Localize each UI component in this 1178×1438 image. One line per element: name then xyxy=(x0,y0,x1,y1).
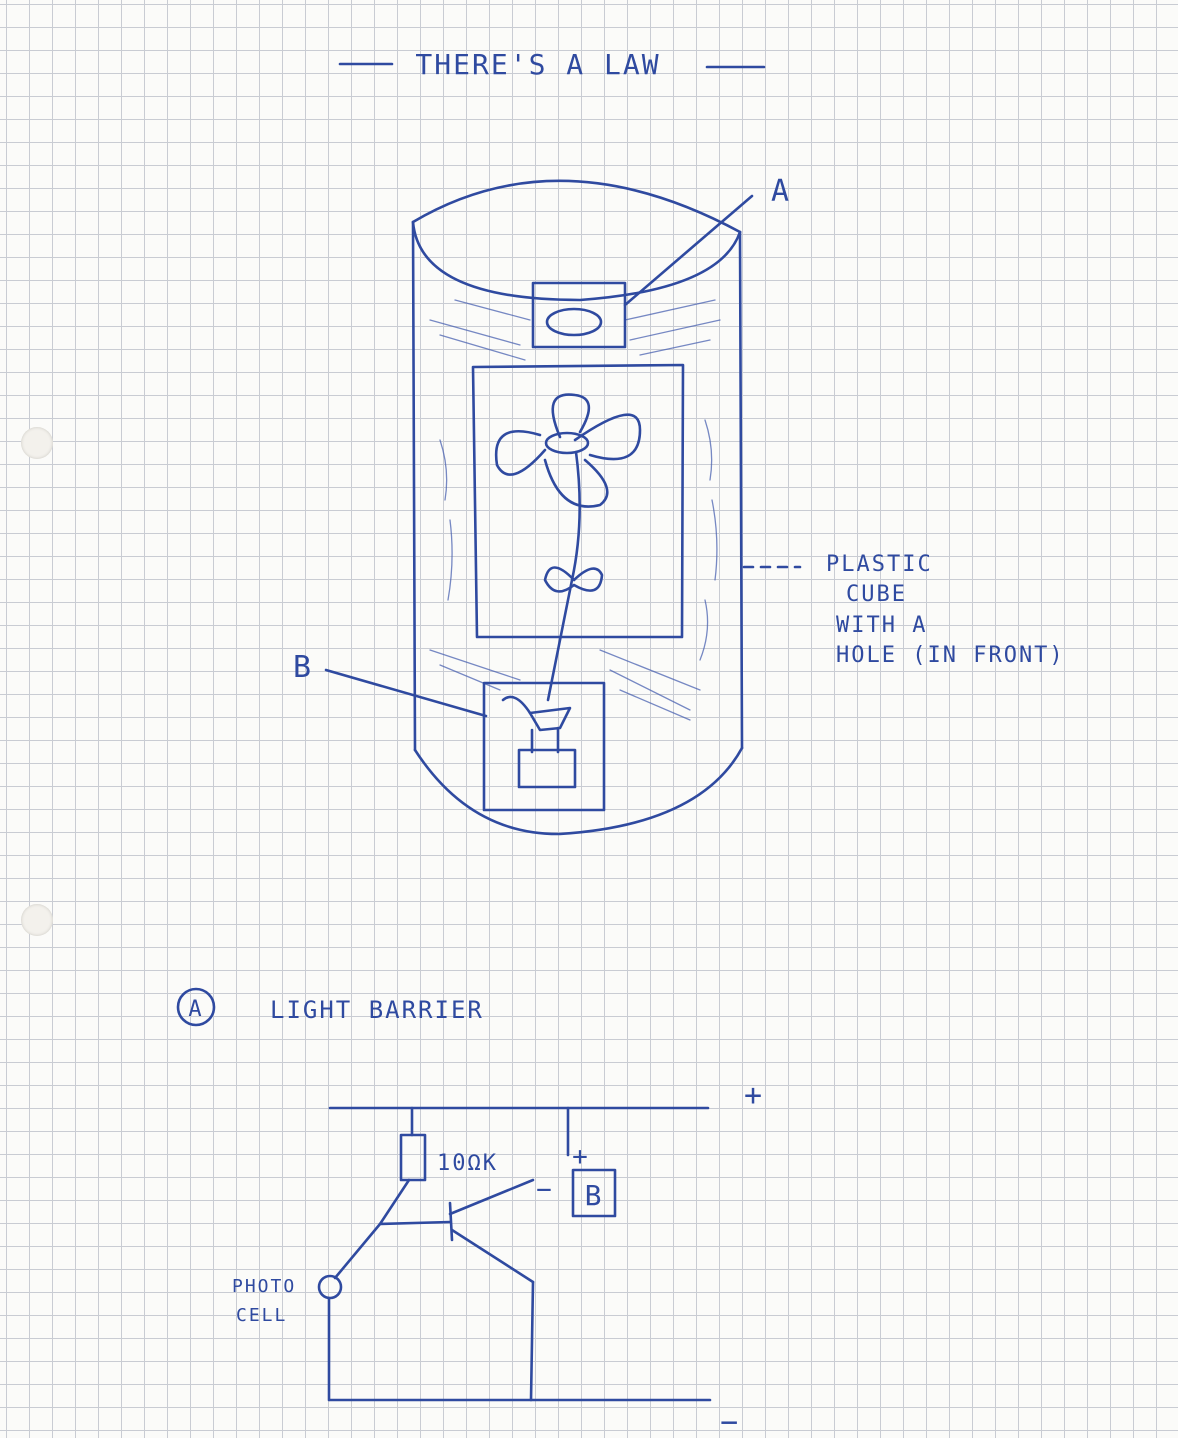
petal-right xyxy=(573,413,642,461)
relay-symbol xyxy=(571,1168,617,1218)
tube-top-front-rim xyxy=(411,220,742,302)
flower-stem xyxy=(546,450,581,702)
tube-left-wall xyxy=(411,220,417,752)
photocell-label-line-2: CELL xyxy=(236,1305,287,1326)
label-a-leader xyxy=(623,194,754,307)
circuit-heading-text: LIGHT BARRIER xyxy=(270,996,484,1024)
tube-note-line-4: HOLE (IN FRONT) xyxy=(836,643,1065,668)
light-barrier-module: A xyxy=(531,174,791,349)
tube-top-back-rim xyxy=(411,179,742,234)
tube-bottom xyxy=(413,746,744,836)
relay-minus-label: − xyxy=(536,1175,554,1205)
tube-shading xyxy=(429,299,721,721)
light-barrier-circuit: + − 10ΩK + B − PHOTO CELL xyxy=(232,1078,764,1438)
light-barrier-lens xyxy=(545,307,603,337)
label-b-leader xyxy=(324,668,488,718)
label-b: B xyxy=(293,650,313,685)
title-group: THERE'S A LAW xyxy=(338,48,766,81)
photocell-symbol xyxy=(317,1274,343,1300)
flower-leaves xyxy=(543,566,604,593)
tube-note-line-2: CUBE xyxy=(846,582,907,607)
relay-module: B xyxy=(293,650,606,812)
tube-note-line-3: WITH A xyxy=(836,613,927,638)
heading-circle xyxy=(176,987,216,1027)
relay-box xyxy=(482,681,606,812)
petal-left xyxy=(494,430,547,476)
transistor-collector xyxy=(448,1178,535,1216)
photocell-label-line-1: PHOTO xyxy=(232,1276,296,1297)
plastic-cube xyxy=(471,363,685,702)
plastic-tube xyxy=(411,179,744,836)
binder-hole-bottom xyxy=(21,904,53,936)
binder-hole-top xyxy=(21,427,53,459)
page-title: THERE'S A LAW xyxy=(415,48,660,81)
tube-right-wall xyxy=(738,230,744,750)
cube-outline xyxy=(471,363,685,639)
flower-center xyxy=(544,431,590,455)
tube-note-line-1: PLASTIC xyxy=(826,552,933,577)
tube-annotation: PLASTIC CUBE WITH A HOLE (IN FRONT) xyxy=(742,552,1065,668)
petal-bottom xyxy=(543,458,609,508)
label-a: A xyxy=(771,174,791,209)
transistor-emitter xyxy=(450,1228,535,1284)
positive-rail-label: + xyxy=(744,1078,764,1113)
flower xyxy=(494,393,642,702)
relay-label: B xyxy=(585,1179,604,1212)
negative-rail-label: − xyxy=(720,1405,740,1438)
petal-top xyxy=(551,393,591,439)
pot-top xyxy=(528,706,572,732)
relay-plus-label: + xyxy=(572,1142,590,1172)
resistor-value: 10ΩK xyxy=(437,1151,498,1176)
circuit-heading: A LIGHT BARRIER xyxy=(176,987,484,1027)
light-barrier-box xyxy=(531,281,627,349)
heading-marker: A xyxy=(188,997,203,1022)
resistor xyxy=(399,1133,427,1182)
pot-base xyxy=(517,748,577,789)
pot-leaf xyxy=(501,695,532,715)
base-lead xyxy=(378,1220,452,1226)
transistor-base xyxy=(448,1201,454,1242)
